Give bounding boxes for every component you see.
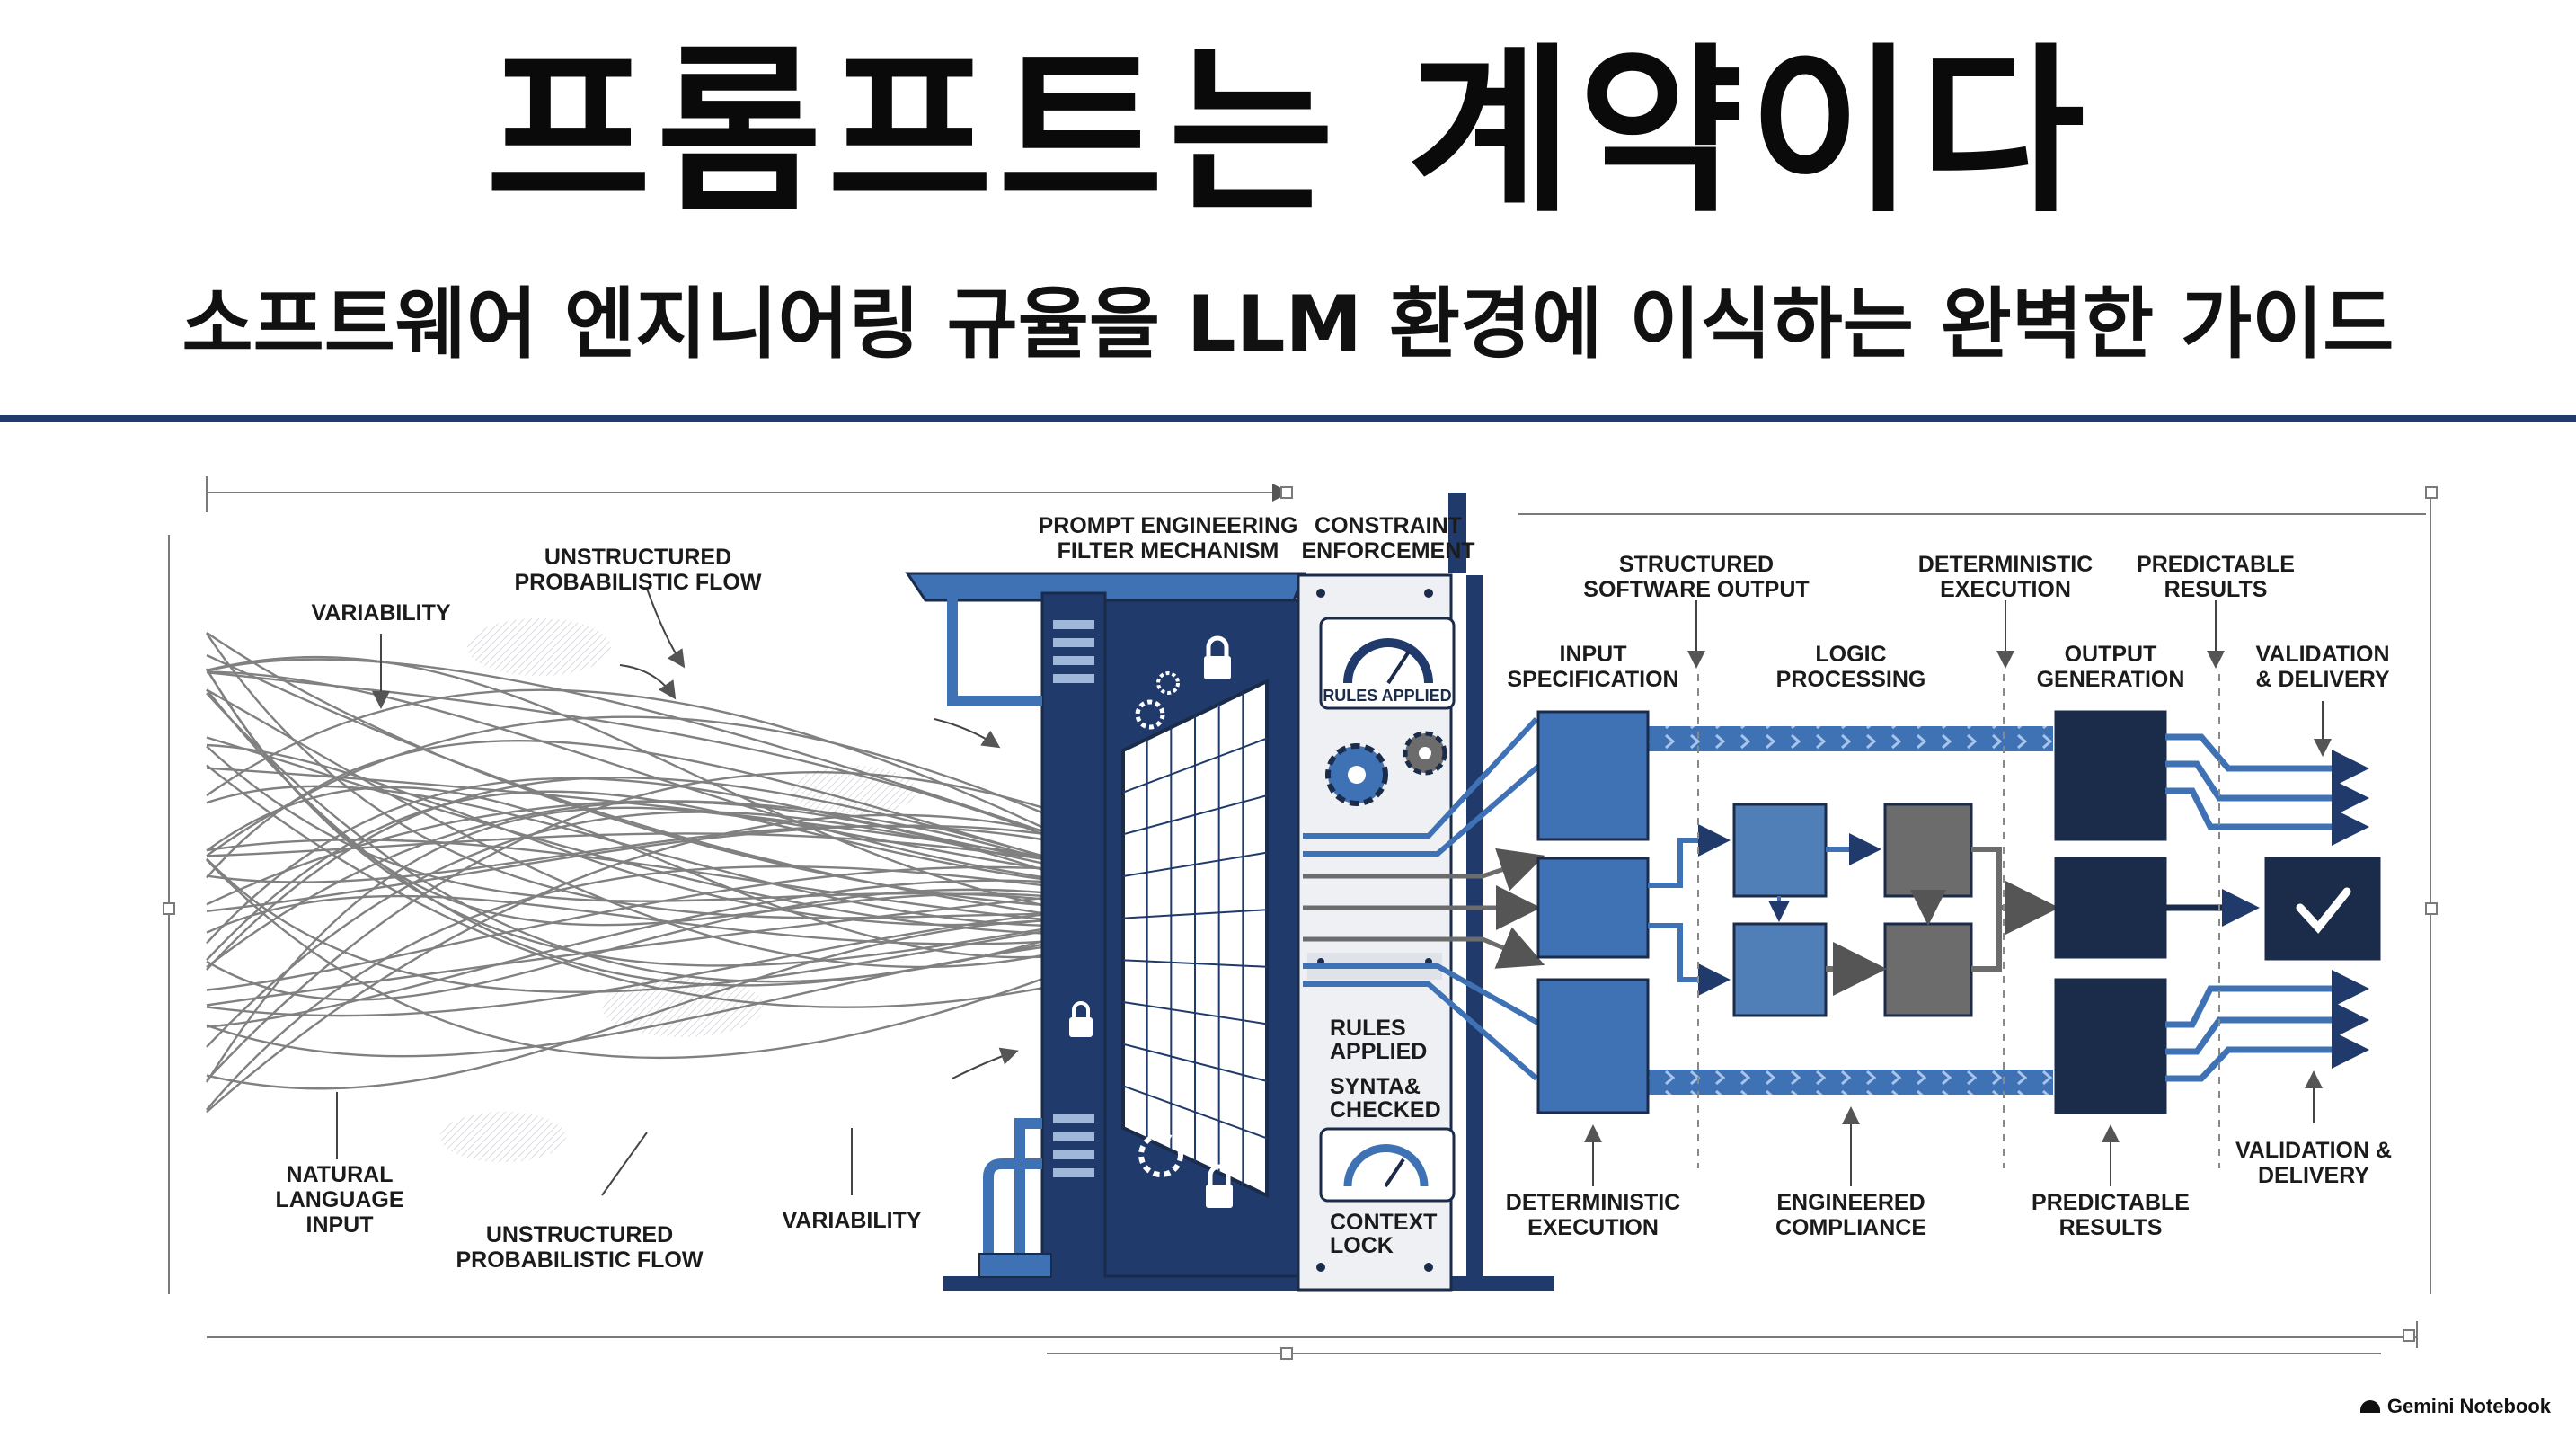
brand-label: Gemini Notebook (2386, 1395, 2551, 1417)
label-logic-1: LOGIC (1815, 642, 1886, 667)
filter-grid-line (1122, 851, 1268, 877)
label-validation-top-2: & DELIVERY (2255, 667, 2389, 692)
output-blocks (2054, 710, 2167, 1114)
filter-grid-line (1122, 1001, 1268, 1025)
label-deterministic-bottom-2: EXECUTION (1527, 1215, 1659, 1240)
logic-blocks (1732, 803, 1973, 1017)
label-unstructured-bottom-2: PROBABILISTIC FLOW (456, 1247, 704, 1273)
right-labels: STRUCTURED SOFTWARE OUTPUT DETERMINISTIC… (1506, 552, 2392, 1240)
label-context-1: CONTEXT (1330, 1210, 1437, 1235)
flow-line (206, 653, 1232, 940)
label-natural-2: LANGUAGE (275, 1187, 403, 1212)
label-context-2: LOCK (1330, 1233, 1394, 1258)
label-natural-3: INPUT (306, 1212, 374, 1238)
label-logic-2: PROCESSING (1776, 667, 1926, 692)
label-constraint-2: ENFORCEMENT (1301, 538, 1474, 564)
label-input-spec-2: SPECIFICATION (1507, 667, 1678, 692)
page-subtitle: 소프트웨어 엔지니어링 규율을 LLM 환경에 이식하는 완벽한 가이드 (181, 280, 2395, 369)
label-rules-applied-2: APPLIED (1330, 1039, 1427, 1064)
label-predictable-top-1: PREDICTABLE (2137, 552, 2295, 577)
filter-grid-line (1122, 909, 1268, 919)
flow-line (205, 668, 1232, 934)
gauge-label-rules-applied: RULES APPLIED (1323, 687, 1451, 705)
label-structured-output-2: SOFTWARE OUTPUT (1583, 577, 1809, 602)
output-arrows (2165, 733, 2369, 1082)
label-unstructured-bottom-1: UNSTRUCTURED (486, 1222, 673, 1247)
flow-line (206, 776, 1232, 971)
label-predictable-bottom-2: RESULTS (2059, 1215, 2163, 1240)
brand-mark: Gemini Notebook (2359, 1395, 2551, 1418)
structured-exit-lines (1303, 716, 1545, 1081)
filter-grid-line (1122, 737, 1268, 794)
label-unstructured-top-2: PROBABILISTIC FLOW (515, 570, 762, 595)
label-engineered-1: ENGINEERED (1776, 1190, 1925, 1215)
label-predictable-bottom-1: PREDICTABLE (2032, 1190, 2190, 1215)
logic-arrows (1648, 824, 2059, 996)
label-deterministic-top-2: EXECUTION (1940, 577, 2071, 602)
label-prompt-engineering-1: PROMPT ENGINEERING (1039, 513, 1298, 538)
filter-mechanism: RULES APPLIED PRO (905, 493, 1554, 1292)
gear-icon (1325, 731, 1447, 806)
gear-icon (1135, 671, 1183, 1177)
right-annotation-arrows (1584, 600, 2332, 1186)
page-title: 프롬프트는 계약이다 (485, 28, 2091, 237)
filter-grid-line (1122, 1043, 1268, 1082)
flow-line (206, 888, 1232, 1001)
flow-line (206, 655, 1232, 930)
label-deterministic-bottom-1: DETERMINISTIC (1506, 1190, 1680, 1215)
label-validation-top-1: VALIDATION (2255, 642, 2389, 667)
flow-line (205, 806, 1232, 1083)
label-variability-top: VARIABILITY (311, 600, 450, 626)
gemini-logo-icon (2359, 1400, 2380, 1413)
label-output-gen-2: GENERATION (2037, 667, 2185, 692)
chevron-bands (1649, 726, 2053, 1095)
label-predictable-top-2: RESULTS (2164, 577, 2268, 602)
left-annotation-arrows (336, 588, 1019, 1196)
label-syntax-2: CHECKED (1330, 1097, 1441, 1123)
label-constraint-1: CONSTRAINT (1315, 513, 1462, 538)
label-rules-applied-1: RULES (1330, 1016, 1406, 1041)
left-labels: UNSTRUCTURED PROBABILISTIC FLOW VARIABIL… (275, 545, 921, 1273)
label-validation-bottom-1: VALIDATION & (2235, 1138, 2392, 1163)
label-syntax-1: SYNTA& (1330, 1074, 1421, 1099)
label-input-spec-1: INPUT (1560, 642, 1627, 667)
dimension-frame (163, 476, 2438, 1360)
gauge-icon: RULES APPLIED (1319, 617, 1456, 710)
label-variability-bottom: VARIABILITY (782, 1208, 921, 1233)
label-unstructured-top-1: UNSTRUCTURED (544, 545, 731, 570)
label-validation-bottom-2: DELIVERY (2258, 1163, 2369, 1188)
header-divider (0, 415, 2576, 422)
lock-icon (1069, 635, 1233, 1208)
label-output-gen-1: OUTPUT (2065, 642, 2157, 667)
checkmark-icon (2264, 857, 2381, 961)
stage-separators (1697, 674, 2220, 1168)
gauge-icon (1319, 1127, 1456, 1203)
label-structured-output-1: STRUCTURED (1619, 552, 1774, 577)
label-prompt-engineering-2: FILTER MECHANISM (1058, 538, 1279, 564)
filter-grid-line (1122, 1085, 1268, 1140)
label-deterministic-top-1: DETERMINISTIC (1918, 552, 2093, 577)
input-blocks (1536, 710, 1650, 1114)
label-natural-1: NATURAL (287, 1162, 394, 1187)
filter-grid-line (1122, 959, 1268, 968)
label-engineered-2: COMPLIANCE (1775, 1215, 1926, 1240)
filter-grid-line (1122, 794, 1268, 836)
